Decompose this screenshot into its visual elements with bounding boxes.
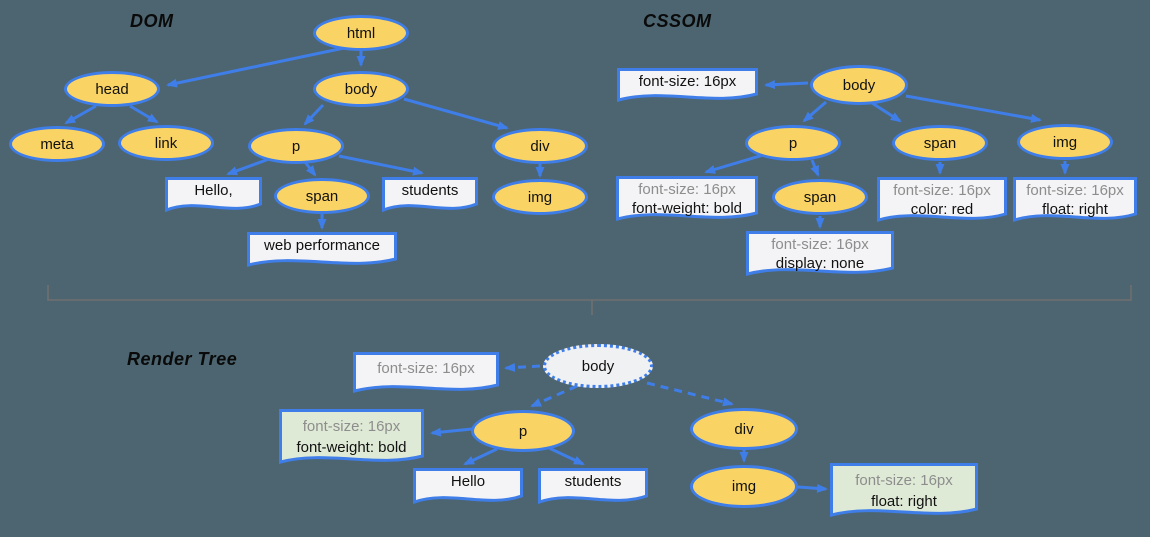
cssom-stylebox-body: font-size: 16px bbox=[617, 68, 758, 105]
edge-cssom-body-span bbox=[871, 101, 902, 123]
rt-stylebox-body: font-size: 16px bbox=[353, 352, 499, 396]
edge-cssom-body-p bbox=[802, 100, 827, 123]
dom-node-img: img bbox=[492, 179, 588, 215]
dom-node-span: span bbox=[274, 178, 370, 214]
dom-textbox-hello: Hello, bbox=[165, 177, 262, 215]
edge-dom-p-span bbox=[303, 161, 317, 177]
edge-cssom-body-stylebox bbox=[764, 80, 809, 90]
cssom-node-body: body bbox=[810, 65, 908, 105]
dom-node-body: body bbox=[313, 71, 409, 107]
cssom-node-p: p bbox=[745, 125, 841, 161]
edge-dom-p-students bbox=[338, 154, 424, 176]
cssom-stylebox-span-in-p: font-size: 16px display: none bbox=[746, 231, 894, 279]
dom-node-p: p bbox=[248, 128, 344, 164]
edge-dom-body-p bbox=[303, 103, 325, 126]
cssom-node-img: img bbox=[1017, 124, 1113, 160]
edge-cssom-p-stylebox bbox=[704, 153, 764, 174]
cssom-title: CSSOM bbox=[643, 11, 712, 31]
edge-cssom-body-img bbox=[905, 94, 1042, 123]
edge-rt-body-p bbox=[530, 384, 578, 408]
edge-rt-p-hello bbox=[463, 447, 498, 466]
edge-dom-body-div bbox=[403, 97, 509, 130]
cssom-stylebox-span: font-size: 16px color: red bbox=[877, 177, 1007, 225]
rt-node-p: p bbox=[471, 410, 575, 452]
edge-rt-body-div bbox=[646, 381, 734, 407]
dom-node-meta: meta bbox=[9, 126, 105, 162]
edge-rt-body-stylebox bbox=[504, 362, 541, 372]
dom-node-head: head bbox=[64, 71, 160, 107]
edge-dom-html-head bbox=[166, 46, 345, 88]
rt-stylebox-img: font-size: 16px float: right bbox=[830, 463, 978, 520]
rt-node-img: img bbox=[690, 465, 798, 508]
edge-rt-p-students bbox=[548, 446, 585, 466]
cssom-node-span: span bbox=[892, 125, 988, 161]
dom-node-div: div bbox=[492, 128, 588, 164]
edge-dom-p-hello bbox=[226, 157, 270, 176]
cssom-stylebox-img: font-size: 16px float: right bbox=[1013, 177, 1137, 225]
dom-textbox-students: students bbox=[382, 177, 478, 215]
edge-dom-head-link bbox=[129, 104, 159, 124]
dom-node-link: link bbox=[118, 125, 214, 161]
rt-textbox-students: students bbox=[538, 468, 648, 507]
render-tree-title: Render Tree bbox=[127, 349, 238, 369]
rt-node-div: div bbox=[690, 408, 798, 450]
dom-title: DOM bbox=[130, 11, 174, 31]
edge-dom-head-meta bbox=[64, 104, 97, 125]
rt-stylebox-p: font-size: 16px font-weight: bold bbox=[279, 409, 424, 467]
dom-node-html: html bbox=[313, 15, 409, 51]
rt-node-body: body bbox=[543, 344, 653, 388]
cssom-stylebox-p: font-size: 16px font-weight: bold bbox=[616, 176, 758, 224]
cssom-node-span-in-p: span bbox=[772, 179, 868, 215]
edge-rt-p-stylebox bbox=[430, 427, 473, 437]
rt-textbox-hello: Hello bbox=[413, 468, 523, 507]
dom-textbox-web-performance: web performance bbox=[247, 232, 397, 270]
edge-rt-img-stylebox bbox=[797, 483, 828, 493]
edge-cssom-p-span bbox=[810, 159, 820, 177]
